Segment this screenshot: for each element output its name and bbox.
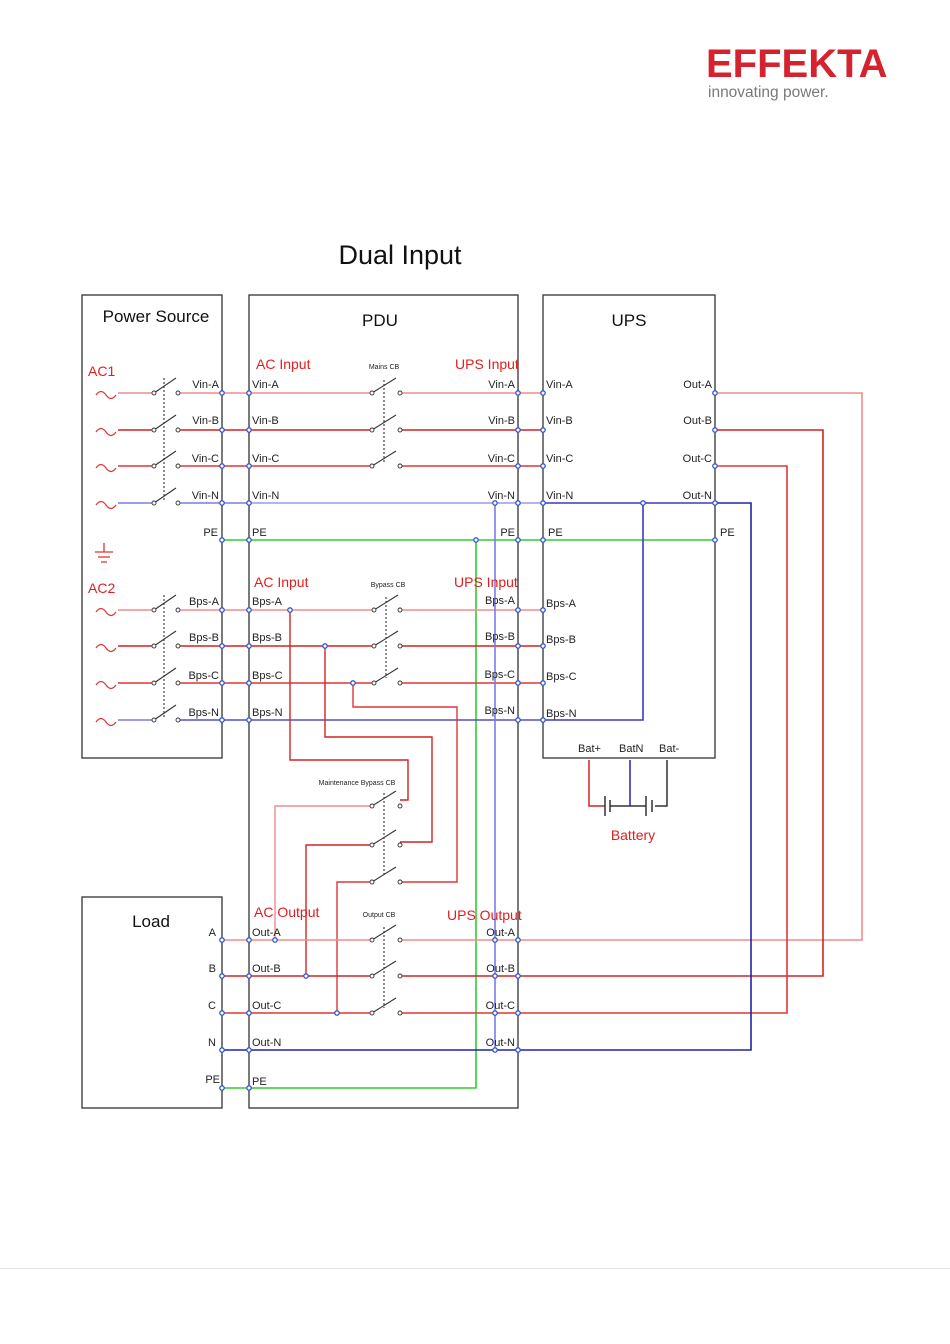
ac-input-label-bottom: AC Input (254, 574, 309, 590)
pdu-bps-b: Bps-B (252, 632, 282, 644)
ps-bps-n: Bps-N (188, 707, 219, 719)
pdu-r-out-a: Out-A (486, 927, 515, 939)
ups-vin-c: Vin-C (546, 453, 573, 465)
ups-vin-b: Vin-B (546, 415, 573, 427)
power-source-label: Power Source (103, 307, 210, 326)
ups-bat-n: BatN (619, 743, 644, 755)
ps-pe: PE (203, 527, 218, 539)
ups-bat-plus: Bat+ (578, 743, 601, 755)
pdu-vin-b: Vin-B (252, 415, 279, 427)
junction-nodes (219, 390, 718, 1091)
diagram-title: Dual Input (338, 240, 462, 270)
mains-cb-label: Mains CB (369, 364, 400, 371)
box-outlines (81, 294, 716, 1109)
vin-wires (178, 392, 715, 504)
pdu-bps-c: Bps-C (252, 670, 283, 682)
load-pe: PE (205, 1074, 220, 1086)
ups-bps-n: Bps-N (546, 708, 577, 720)
bypass-cb-label: Bypass CB (371, 582, 406, 589)
pdu-r-pe: PE (500, 527, 515, 539)
maintenance-feed-wires (274, 610, 458, 1013)
output-cb-label: Output CB (363, 912, 396, 919)
pdu-r-vin-a: Vin-A (488, 379, 515, 391)
ups-box (542, 294, 716, 759)
ups-pe-right: PE (720, 527, 735, 539)
pdu-r-out-n: Out-N (486, 1037, 515, 1049)
power-source-box (81, 294, 223, 759)
pdu-out-c: Out-C (252, 1000, 281, 1012)
ac2-label: AC2 (88, 580, 115, 596)
ups-out-a: Out-A (683, 379, 712, 391)
ups-label: UPS (612, 311, 647, 330)
ac-output-label: AC Output (254, 904, 319, 920)
contact-dots (151, 390, 403, 1016)
pdu-r-vin-b: Vin-B (488, 415, 515, 427)
effekta-logo: EFFEKTA innovating power. (706, 44, 896, 101)
ups-pe-left: PE (548, 527, 563, 539)
ps-vin-b: Vin-B (192, 415, 219, 427)
source-leads (118, 392, 152, 721)
pdu-vin-n: Vin-N (252, 490, 279, 502)
ups-bat-minus: Bat- (659, 743, 680, 755)
wiring-diagram: Dual Input Power Source PDU UPS Load (81, 240, 863, 1109)
pdu-r-bps-n: Bps-N (484, 705, 515, 717)
load-box (81, 896, 223, 1109)
output-wires (222, 939, 518, 1051)
footer-divider (0, 1268, 950, 1269)
ups-input-label-bottom: UPS Input (454, 574, 518, 590)
pdu-bps-a: Bps-A (252, 596, 283, 608)
load-label: Load (132, 912, 170, 931)
pdu-r-bps-b: Bps-B (485, 631, 515, 643)
ac-source-icons (95, 390, 117, 727)
pdu-r-out-b: Out-B (486, 963, 515, 975)
pdu-r-out-c: Out-C (486, 1000, 515, 1012)
ac1-label: AC1 (88, 363, 115, 379)
load-n: N (208, 1037, 216, 1049)
pdu-r-bps-c: Bps-C (484, 669, 515, 681)
pdu-r-bps-a: Bps-A (485, 595, 516, 607)
battery-wires (588, 760, 668, 816)
ups-bps-b: Bps-B (546, 634, 576, 646)
pdu-r-vin-n: Vin-N (488, 490, 515, 502)
ups-vin-a: Vin-A (546, 379, 573, 391)
ups-bps-a: Bps-A (546, 598, 577, 610)
pdu-label: PDU (362, 311, 398, 330)
pe-wires (222, 539, 715, 1089)
ps-bps-c: Bps-C (188, 670, 219, 682)
pdu-pe: PE (252, 527, 267, 539)
ground-icon (95, 543, 113, 563)
battery-label: Battery (611, 827, 655, 843)
pdu-out-pe: PE (252, 1076, 267, 1088)
logo-brand: EFFEKTA (706, 42, 888, 86)
ups-output-return-wires (494, 392, 863, 1051)
pdu-r-vin-c: Vin-C (488, 453, 515, 465)
ps-vin-c: Vin-C (192, 453, 219, 465)
ups-bps-c: Bps-C (546, 671, 577, 683)
ac-input-label-top: AC Input (256, 356, 311, 372)
ups-out-b: Out-B (683, 415, 712, 427)
breaker-contacts (153, 377, 399, 1014)
ups-output-label: UPS Output (447, 907, 522, 923)
pdu-bps-n: Bps-N (252, 707, 283, 719)
ps-bps-a: Bps-A (189, 596, 220, 608)
pdu-vin-c: Vin-C (252, 453, 279, 465)
ups-vin-n: Vin-N (546, 490, 573, 502)
load-a: A (209, 927, 217, 939)
pdu-out-n: Out-N (252, 1037, 281, 1049)
maintenance-cb-label: Maintenance Bypass CB (319, 780, 396, 787)
pdu-box (248, 294, 519, 1109)
ps-vin-a: Vin-A (192, 379, 219, 391)
ups-out-c: Out-C (683, 453, 712, 465)
pdu-out-a: Out-A (252, 927, 281, 939)
ps-vin-n: Vin-N (192, 490, 219, 502)
load-c: C (208, 1000, 216, 1012)
ups-out-n: Out-N (683, 490, 712, 502)
ups-input-label-top: UPS Input (455, 356, 519, 372)
load-b: B (209, 963, 216, 975)
pdu-out-b: Out-B (252, 963, 281, 975)
logo-tagline: innovating power. (708, 84, 829, 101)
pdu-vin-a: Vin-A (252, 379, 279, 391)
ps-bps-b: Bps-B (189, 632, 219, 644)
